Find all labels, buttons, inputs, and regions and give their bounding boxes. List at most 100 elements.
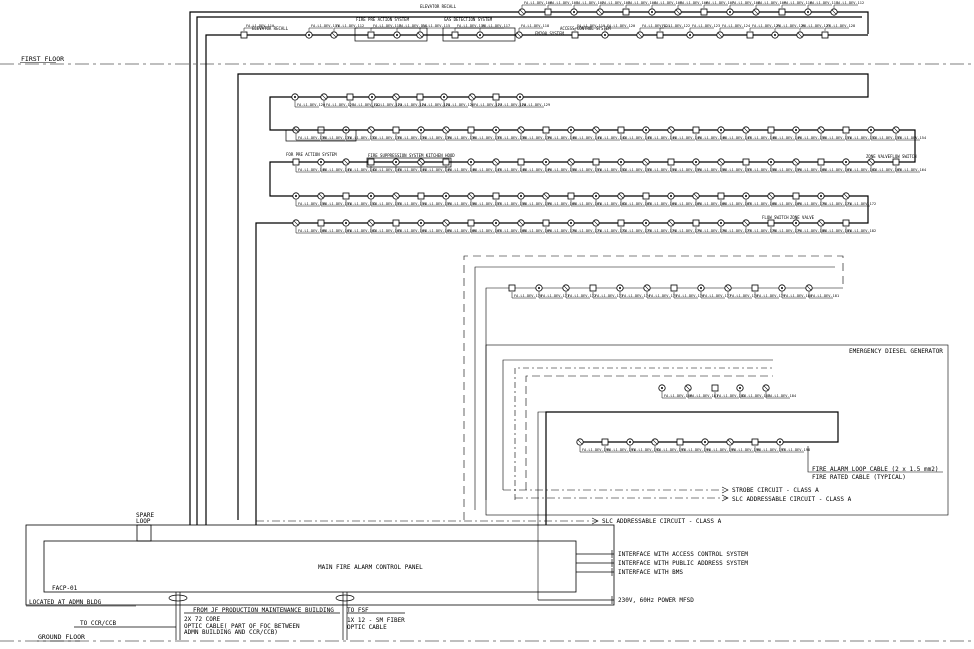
horn-strobe-icon: FA-L1-DEV-154 [642, 158, 676, 173]
manual-call-point-icon: FA-L1-DEV-150 [542, 158, 576, 173]
manual-call-point-icon: FA-L1-DEV-123 [686, 24, 720, 39]
monitor-module-icon: FA-L1-DEV-102 [570, 1, 604, 16]
loop-cable-leader [807, 446, 943, 473]
svg-text:FA-L1-DEV-175: FA-L1-DEV-175 [673, 229, 701, 233]
manual-call-point-icon: FA-L1-DEV-118 [515, 24, 549, 39]
fire-rated-label: FIRE RATED CABLE (TYPICAL) [812, 474, 906, 481]
svg-text:FA-L1-DEV-121: FA-L1-DEV-121 [642, 24, 670, 28]
manual-call-point-icon: FA-L1-DEV-151 [817, 126, 851, 141]
monitor-module-icon: FA-L1-DEV-112 [830, 1, 864, 16]
monitor-module-icon: FA-L1-DEV-175 [643, 284, 677, 299]
smoke-detector-icon: FA-L1-DEV-155 [417, 192, 451, 207]
module-group-boxes [285, 27, 516, 168]
svg-text:FA-L1-DEV-179: FA-L1-DEV-179 [773, 229, 801, 233]
svg-text:FA-L1-DEV-160: FA-L1-DEV-160 [548, 202, 576, 206]
smoke-detector-icon: FA-L1-DEV-105 [648, 1, 682, 16]
svg-text:FA-L1-DEV-110: FA-L1-DEV-110 [246, 24, 274, 28]
monitor-module-icon: FA-L1-DEV-167 [717, 192, 751, 207]
monitor-module-icon: FA-L1-DEV-111 [305, 24, 339, 39]
label-access-control: ACCESS CONTROL SYSTEM [560, 26, 611, 31]
horn-strobe-icon: FA-L1-DEV-121 [320, 93, 354, 108]
smoke-detector-icon: FA-L1-DEV-156 [692, 158, 726, 173]
svg-text:FA-L1-DEV-160: FA-L1-DEV-160 [298, 229, 326, 233]
svg-text:FA-L1-DEV-164: FA-L1-DEV-164 [898, 168, 926, 172]
svg-text:FA-L1-DEV-161: FA-L1-DEV-161 [323, 229, 351, 233]
label-pre-action: FIRE PRE ACTION SYSTEM [356, 17, 410, 22]
monitor-module-icon: FA-L1-DEV-158 [742, 158, 776, 173]
label-gas-detection: GAS DETECTION SYSTEM [444, 17, 493, 22]
svg-text:FA-L1-DEV-166: FA-L1-DEV-166 [448, 229, 476, 233]
horn-strobe-icon: FA-L1-DEV-127 [796, 24, 830, 39]
svg-text:FA-L1-DEV-154: FA-L1-DEV-154 [398, 202, 426, 206]
device-row-top-1: FA-L1-DEV-100FA-L1-DEV-101FA-L1-DEV-102F… [518, 1, 864, 16]
svg-text:FA-L1-DEV-181: FA-L1-DEV-181 [811, 294, 839, 298]
label-flow-switch-1: FLOW SWITCH [890, 154, 917, 159]
smoke-detector-icon: FA-L1-DEV-179 [767, 219, 801, 234]
label-kitchen-hood: FIRE SUPPRESSION SYSTEM KITCHEN HOOD [368, 153, 455, 158]
svg-text:FA-L1-DEV-168: FA-L1-DEV-168 [748, 202, 776, 206]
smoke-detector-icon: FA-L1-DEV-110 [778, 1, 812, 16]
device-row-442: FA-L1-DEV-190FA-L1-DEV-191FA-L1-DEV-192F… [576, 438, 810, 453]
svg-text:FA-L1-DEV-111: FA-L1-DEV-111 [311, 24, 339, 28]
generator-label: EMERGENCY DIESEL GENERATOR [849, 348, 943, 355]
svg-text:FA-L1-DEV-168: FA-L1-DEV-168 [498, 229, 526, 233]
spare-loop-line2: LOOP [136, 518, 151, 525]
svg-text:FA-L1-DEV-133: FA-L1-DEV-133 [373, 136, 401, 140]
manual-call-point-icon: FA-L1-DEV-155 [667, 158, 701, 173]
svg-text:FA-L1-DEV-142: FA-L1-DEV-142 [598, 136, 626, 140]
svg-text:FA-L1-DEV-121: FA-L1-DEV-121 [326, 103, 354, 107]
smoke-detector-icon: FA-L1-DEV-142 [592, 126, 626, 141]
label-flow-switch-2: FLOW SWITCH [762, 215, 789, 220]
monitor-module-icon: FA-L1-DEV-166 [442, 219, 476, 234]
interface-bms: INTERFACE WITH BMS [618, 569, 683, 576]
horn-strobe-icon: FA-L1-DEV-163 [617, 192, 651, 207]
monitor-module-icon: FA-L1-DEV-107 [700, 1, 734, 16]
svg-text:FA-L1-DEV-144: FA-L1-DEV-144 [648, 136, 676, 140]
manual-call-point-icon: FA-L1-DEV-195 [701, 438, 735, 453]
horn-strobe-icon: FA-L1-DEV-149 [517, 158, 551, 173]
svg-text:FA-L1-DEV-148: FA-L1-DEV-148 [748, 136, 776, 140]
svg-text:FA-L1-DEV-151: FA-L1-DEV-151 [573, 168, 601, 172]
svg-text:FA-L1-DEV-164: FA-L1-DEV-164 [648, 202, 676, 206]
svg-text:FA-L1-DEV-162: FA-L1-DEV-162 [348, 229, 376, 233]
manual-call-point-icon: FA-L1-DEV-172 [562, 284, 596, 299]
heat-detector-icon: FA-L1-DEV-161 [567, 192, 601, 207]
horn-strobe-icon: FA-L1-DEV-144 [392, 158, 426, 173]
heat-detector-icon: FA-L1-DEV-156 [442, 192, 476, 207]
svg-text:FA-L1-DEV-177: FA-L1-DEV-177 [703, 294, 731, 298]
horn-strobe-icon: FA-L1-DEV-103 [596, 1, 630, 16]
smoke-detector-icon: FA-L1-DEV-178 [724, 284, 758, 299]
heat-detector-icon: FA-L1-DEV-111 [804, 1, 838, 16]
svg-text:FA-L1-DEV-170: FA-L1-DEV-170 [798, 202, 826, 206]
heat-detector-icon: FA-L1-DEV-180 [792, 219, 826, 234]
svg-text:FA-L1-DEV-101: FA-L1-DEV-101 [550, 1, 578, 5]
manual-call-point-icon: FA-L1-DEV-109 [752, 1, 786, 16]
label-pre-action-2: FOR PRE ACTION SYSTEM [286, 152, 337, 157]
manual-call-point-icon: FA-L1-DEV-160 [792, 158, 826, 173]
manual-call-point-icon: FA-L1-DEV-163 [367, 219, 401, 234]
manual-call-point-icon: FA-L1-DEV-159 [517, 192, 551, 207]
svg-text:FA-L1-DEV-160: FA-L1-DEV-160 [798, 168, 826, 172]
svg-text:FA-L1-DEV-131: FA-L1-DEV-131 [323, 136, 351, 140]
heat-detector-icon: FA-L1-DEV-143 [617, 126, 651, 141]
svg-text:FA-L1-DEV-143: FA-L1-DEV-143 [623, 136, 651, 140]
svg-text:FA-L1-DEV-116: FA-L1-DEV-116 [457, 24, 485, 28]
smoke-detector-icon: FA-L1-DEV-165 [667, 192, 701, 207]
svg-text:FA-L1-DEV-143: FA-L1-DEV-143 [373, 168, 401, 172]
svg-text:FA-L1-DEV-129: FA-L1-DEV-129 [522, 103, 550, 107]
svg-text:FA-L1-DEV-174: FA-L1-DEV-174 [622, 294, 650, 298]
svg-text:FA-L1-DEV-171: FA-L1-DEV-171 [541, 294, 569, 298]
device-row-288: FA-L1-DEV-170FA-L1-DEV-171FA-L1-DEV-172F… [508, 284, 839, 299]
manual-call-point-icon: FA-L1-DEV-190 [576, 438, 610, 453]
svg-text:FA-L1-DEV-142: FA-L1-DEV-142 [348, 168, 376, 172]
svg-text:FA-L1-DEV-128: FA-L1-DEV-128 [498, 103, 526, 107]
svg-text:FA-L1-DEV-162: FA-L1-DEV-162 [848, 168, 876, 172]
svg-text:FA-L1-DEV-161: FA-L1-DEV-161 [573, 202, 601, 206]
manual-call-point-icon: FA-L1-DEV-136 [442, 126, 476, 141]
svg-text:FA-L1-DEV-102: FA-L1-DEV-102 [576, 1, 604, 5]
svg-text:FA-L1-DEV-144: FA-L1-DEV-144 [398, 168, 426, 172]
manual-call-point-icon: FA-L1-DEV-140 [292, 158, 326, 173]
svg-text:FA-L1-DEV-157: FA-L1-DEV-157 [473, 202, 501, 206]
